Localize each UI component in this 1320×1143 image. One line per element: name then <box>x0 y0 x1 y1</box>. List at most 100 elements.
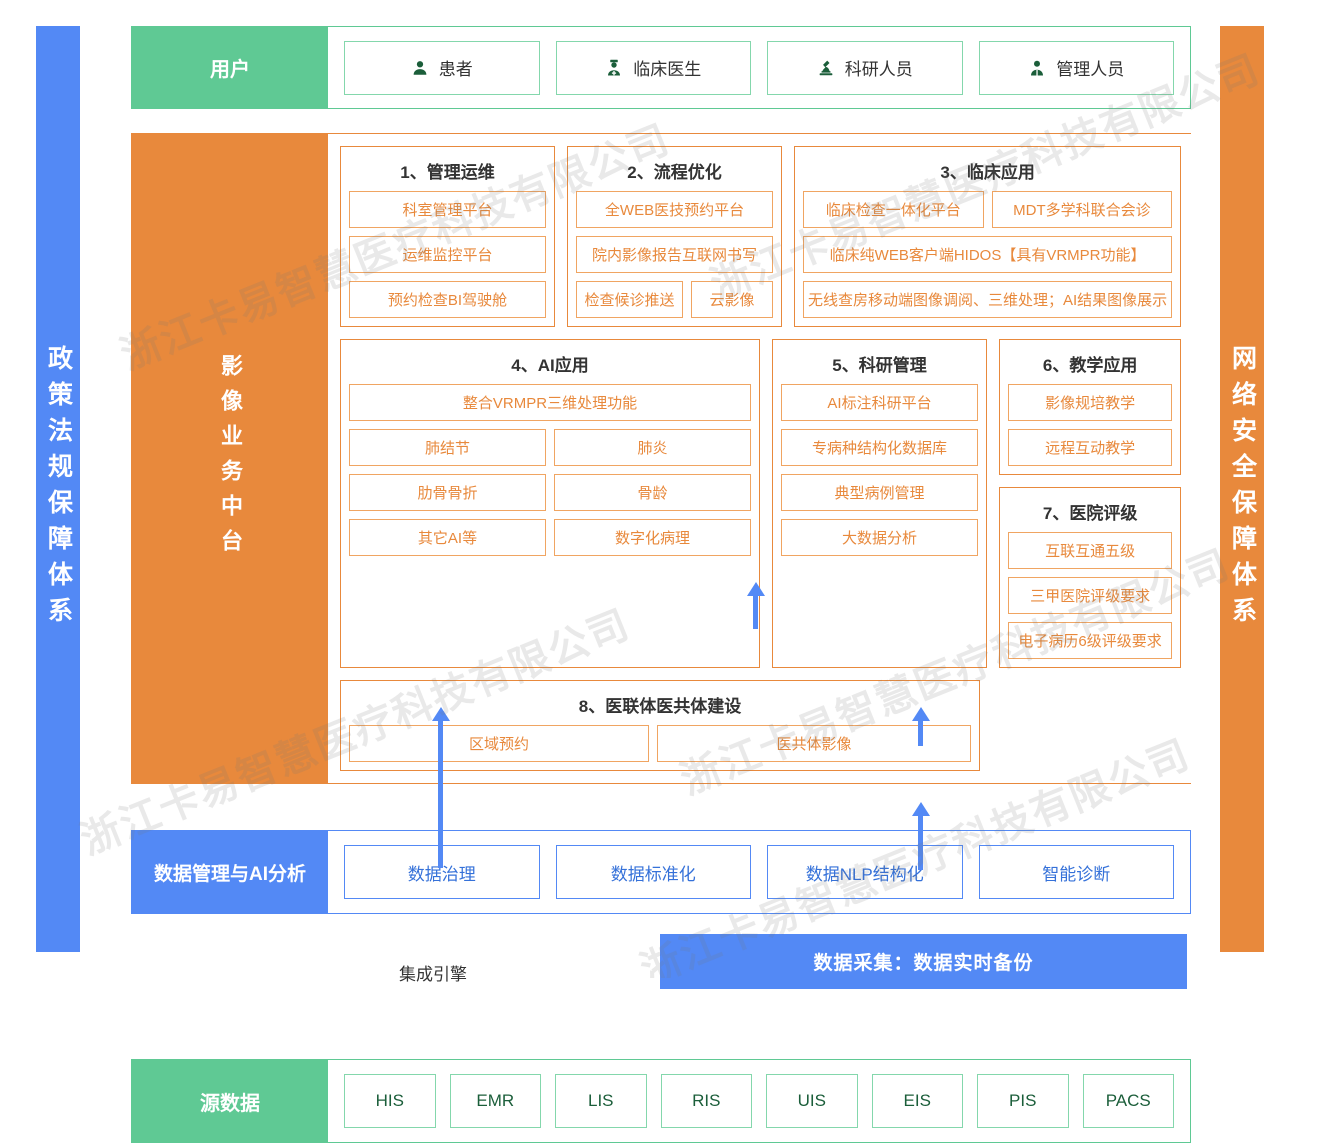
panel-process-optimization: 2、流程优化 全WEB医技预约平台 院内影像报告互联网书写 检查候诊推送 云影像 <box>567 146 782 327</box>
source-card-emr[interactable]: EMR <box>449 1074 541 1128</box>
data-management-ai-layer: 数据管理与AI分析 数据治理 数据标准化 数据NLP结构化 智能诊断 <box>131 830 1191 914</box>
chip-row: 肋骨骨折 骨龄 <box>349 474 751 511</box>
user-card-clinician[interactable]: 临床医生 <box>555 40 751 95</box>
sidebar-right-label: 网络安全保障体系 <box>1228 345 1257 633</box>
chip-row: 临床纯WEB客户端HIDOS【具有VRMPR功能】 <box>803 236 1173 273</box>
sidebar-policy-framework: 政策法规保障体系 <box>36 26 80 952</box>
chip-row: 影像规培教学 <box>1008 384 1173 421</box>
chip-item[interactable]: 肺炎 <box>554 429 751 466</box>
data-card-smart-diagnosis[interactable]: 智能诊断 <box>978 845 1174 899</box>
panel-title: 3、临床应用 <box>940 163 1035 182</box>
center-layer-label: 影像业务中台 <box>132 134 328 783</box>
imaging-business-platform-layer: 影像业务中台 1、管理运维 科室管理平台 运维监控平台 预约检查BI驾驶舱 2、… <box>131 133 1194 784</box>
source-layer-label: 源数据 <box>132 1060 328 1142</box>
arrow-shaft-source-to-collect <box>918 815 923 870</box>
chip-item[interactable]: 其它AI等 <box>349 519 546 556</box>
chip-row: 大数据分析 <box>781 519 978 556</box>
chip-item[interactable]: 典型病例管理 <box>781 474 978 511</box>
chip-item[interactable]: 预约检查BI驾驶舱 <box>349 281 546 318</box>
user-card-label: 管理人员 <box>1056 60 1125 79</box>
chip-item[interactable]: 大数据分析 <box>781 519 978 556</box>
arrow-shaft-collect-to-data <box>918 720 923 746</box>
panel-teaching-application: 6、教学应用 影像规培教学 远程互动教学 <box>999 339 1182 475</box>
arrow-head-collect-to-data <box>912 707 930 721</box>
sidebar-left-label: 政策法规保障体系 <box>44 345 73 633</box>
chip-row: 无线查房移动端图像调阅、三维处理；AI结果图像展示 <box>803 281 1173 318</box>
chip-item[interactable]: 互联互通五级 <box>1008 532 1173 569</box>
chip-item[interactable]: 检查候诊推送 <box>576 281 683 318</box>
sidebar-network-security: 网络安全保障体系 <box>1220 26 1264 952</box>
user-layer: 用户 患者 临床医生 科研人员 <box>131 26 1191 109</box>
panel-title: 7、医院评级 <box>1042 504 1138 523</box>
arrow-head-source-to-collect <box>912 802 930 816</box>
panel-group-middle: 4、AI应用 整合VRMPR三维处理功能 肺结节 肺炎 肋骨骨折 骨龄 其它AI… <box>340 339 1182 668</box>
chip-item[interactable]: 区域预约 <box>349 725 649 762</box>
chip-row: 预约检查BI驾驶舱 <box>349 281 546 318</box>
panel-clinical-application: 3、临床应用 临床检查一体化平台 MDT多学科联合会诊 临床纯WEB客户端HID… <box>794 146 1182 327</box>
integration-engine-label: 集成引擎 <box>399 965 467 984</box>
chip-row: AI标注科研平台 <box>781 384 978 421</box>
chip-item[interactable]: 全WEB医技预约平台 <box>576 191 773 228</box>
source-card-his[interactable]: HIS <box>344 1074 436 1128</box>
chip-item[interactable]: 肺结节 <box>349 429 546 466</box>
source-cards: HIS EMR LIS RIS UIS EIS PIS PACS <box>328 1060 1190 1142</box>
arrow-head-integration-to-data <box>432 707 450 721</box>
arrow-shaft-data-to-center <box>753 594 758 629</box>
manager-icon <box>1028 59 1046 77</box>
person-icon <box>411 59 429 77</box>
panel-title: 5、科研管理 <box>832 356 927 375</box>
chip-item[interactable]: 数字化病理 <box>554 519 751 556</box>
chip-row: 检查候诊推送 云影像 <box>576 281 773 318</box>
chip-item[interactable]: 三甲医院评级要求 <box>1008 577 1173 614</box>
chip-item[interactable]: 医共体影像 <box>657 725 971 762</box>
panel-title: 4、AI应用 <box>511 356 589 375</box>
chip-row: 肺结节 肺炎 <box>349 429 751 466</box>
chip-item[interactable]: 影像规培教学 <box>1008 384 1173 421</box>
user-card-patient[interactable]: 患者 <box>344 40 540 95</box>
chip-item[interactable]: 无线查房移动端图像调阅、三维处理；AI结果图像展示 <box>803 281 1173 318</box>
microscope-icon <box>817 59 835 77</box>
data-card-nlp[interactable]: 数据NLP结构化 <box>767 845 963 899</box>
source-card-ris[interactable]: RIS <box>660 1074 752 1128</box>
user-card-administrator[interactable]: 管理人员 <box>978 40 1174 95</box>
source-card-eis[interactable]: EIS <box>871 1074 963 1128</box>
user-card-label: 患者 <box>438 60 473 79</box>
chip-item[interactable]: 院内影像报告互联网书写 <box>576 236 773 273</box>
chip-item[interactable]: 运维监控平台 <box>349 236 546 273</box>
chip-item[interactable]: 肋骨骨折 <box>349 474 546 511</box>
user-cards: 患者 临床医生 科研人员 管理人员 <box>328 27 1190 108</box>
chip-item[interactable]: MDT多学科联合会诊 <box>991 191 1173 228</box>
source-card-uis[interactable]: UIS <box>766 1074 858 1128</box>
chip-item[interactable]: AI标注科研平台 <box>781 384 978 421</box>
arrow-shaft-integration-to-data <box>438 720 443 868</box>
chip-item[interactable]: 临床纯WEB客户端HIDOS【具有VRMPR功能】 <box>803 236 1173 273</box>
chip-row: 整合VRMPR三维处理功能 <box>349 384 751 421</box>
user-layer-label: 用户 <box>132 27 328 108</box>
chip-row: 专病种结构化数据库 <box>781 429 978 466</box>
source-card-lis[interactable]: LIS <box>555 1074 647 1128</box>
chip-item[interactable]: 电子病历6级评级要求 <box>1008 622 1173 659</box>
chip-item[interactable]: 云影像 <box>691 281 773 318</box>
chip-item[interactable]: 整合VRMPR三维处理功能 <box>349 384 751 421</box>
panel-ai-application: 4、AI应用 整合VRMPR三维处理功能 肺结节 肺炎 肋骨骨折 骨龄 其它AI… <box>340 339 760 668</box>
user-card-researcher[interactable]: 科研人员 <box>767 40 963 95</box>
data-card-standardization[interactable]: 数据标准化 <box>555 845 751 899</box>
diagram-main: 用户 患者 临床医生 科研人员 <box>131 26 1194 1143</box>
user-card-label: 科研人员 <box>844 60 913 79</box>
chip-row: 三甲医院评级要求 <box>1008 577 1173 614</box>
panel-group-right: 6、教学应用 影像规培教学 远程互动教学 7、医院评级 互联互通五级 三甲医院评… <box>999 339 1182 668</box>
chip-item[interactable]: 远程互动教学 <box>1008 429 1173 466</box>
connector-band: 集成引擎 数据采集：数据实时备份 <box>131 914 1191 1059</box>
chip-item[interactable]: 骨龄 <box>554 474 751 511</box>
panel-title: 2、流程优化 <box>627 163 722 182</box>
chip-row: 互联互通五级 <box>1008 532 1173 569</box>
chip-item[interactable]: 专病种结构化数据库 <box>781 429 978 466</box>
chip-item[interactable]: 科室管理平台 <box>349 191 546 228</box>
source-card-pis[interactable]: PIS <box>977 1074 1069 1128</box>
source-card-pacs[interactable]: PACS <box>1082 1074 1174 1128</box>
chip-item[interactable]: 临床检查一体化平台 <box>803 191 984 228</box>
chip-row: 临床检查一体化平台 MDT多学科联合会诊 <box>803 191 1173 228</box>
chip-row: 全WEB医技预约平台 <box>576 191 773 228</box>
user-card-label: 临床医生 <box>633 60 702 79</box>
panel-title: 8、医联体医共体建设 <box>578 697 742 716</box>
